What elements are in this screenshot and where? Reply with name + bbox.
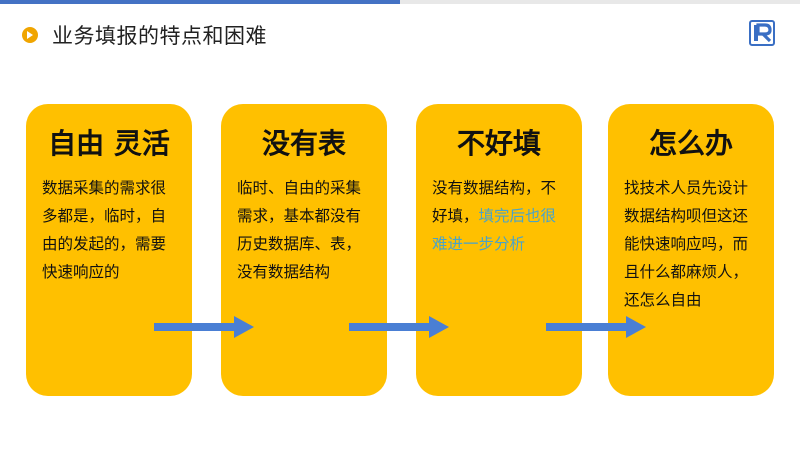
right-arrow-icon	[349, 316, 449, 338]
card-heading: 怎么办	[648, 127, 733, 160]
card-heading: 没有表	[261, 127, 346, 160]
top-accent-bar	[0, 0, 800, 4]
card-body: 找技术人员先设计数据结构呗但这还能快速响应吗，而且什么都麻烦人，还怎么自由	[624, 179, 749, 309]
card-flexible: 自由 灵活 数据采集的需求很多都是，临时，自由的发起的，需要快速响应的	[26, 104, 192, 396]
card-what-to-do: 怎么办 找技术人员先设计数据结构呗但这还能快速响应吗，而且什么都麻烦人，还怎么自…	[608, 104, 774, 396]
card-body: 没有数据结构，不好填，填完后也很难进一步分析	[432, 174, 570, 258]
right-arrow-icon	[154, 316, 254, 338]
card-body: 数据采集的需求很多都是，临时，自由的发起的，需要快速响应的	[42, 179, 167, 281]
brand-logo-icon	[749, 20, 775, 46]
card-body-text: 没有数据结构，不好填，	[432, 179, 557, 225]
page-title: 业务填报的特点和困难	[52, 24, 267, 48]
card-body: 临时、自由的采集需求，基本都没有历史数据库、表，没有数据结构	[237, 179, 362, 281]
card-heading: 自由 灵活	[48, 127, 170, 160]
card-body-highlight: 填完后也很难进一步分析	[432, 207, 557, 253]
card-heading: 不好填	[456, 127, 541, 160]
card-no-table: 没有表 临时、自由的采集需求，基本都没有历史数据库、表，没有数据结构	[221, 104, 387, 396]
top-accent-segment	[0, 0, 400, 4]
right-arrow-icon	[546, 316, 646, 338]
play-bullet-icon	[22, 27, 38, 43]
card-hard-to-fill: 不好填 没有数据结构，不好填，填完后也很难进一步分析	[416, 104, 582, 396]
title-row: 业务填报的特点和困难	[22, 20, 267, 50]
